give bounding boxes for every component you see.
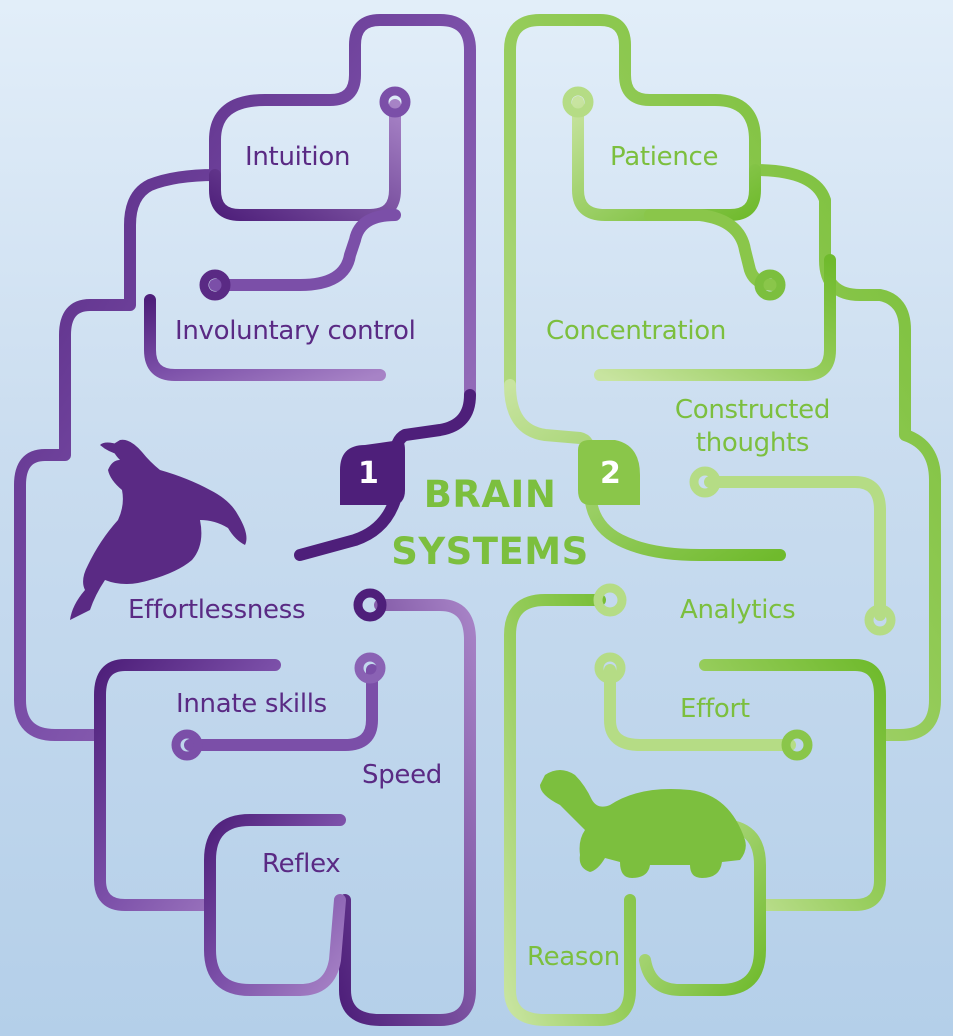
left-hemisphere-lines	[14, 14, 476, 1026]
trait-innate-skills: Innate skills	[176, 689, 327, 719]
rabbit-icon	[70, 439, 247, 620]
trait-effortlessness: Effortlessness	[128, 595, 306, 625]
trait-reason: Reason	[527, 942, 620, 972]
system-2-badge	[578, 440, 640, 505]
trait-speed: Speed	[362, 760, 443, 790]
title-line-2: SYSTEMS	[391, 530, 589, 573]
system-2-number: 2	[600, 456, 621, 491]
system-1-number: 1	[358, 456, 379, 491]
trait-analytics: Analytics	[680, 595, 796, 625]
trait-patience: Patience	[610, 142, 719, 172]
trait-concentration: Concentration	[546, 316, 727, 346]
trait-reflex: Reflex	[262, 849, 341, 879]
right-hemisphere-lines	[504, 14, 941, 1026]
right-terminals	[562, 86, 896, 761]
title-line-1: BRAIN	[423, 473, 557, 516]
trait-constructed-thoughts: Constructed thoughts	[674, 395, 831, 458]
tortoise-icon	[540, 770, 746, 878]
trait-effort: Effort	[680, 694, 750, 724]
system-1-badge	[340, 440, 405, 505]
left-terminals	[171, 86, 411, 761]
trait-intuition: Intuition	[245, 142, 351, 172]
trait-involuntary-control: Involuntary control	[175, 316, 416, 346]
